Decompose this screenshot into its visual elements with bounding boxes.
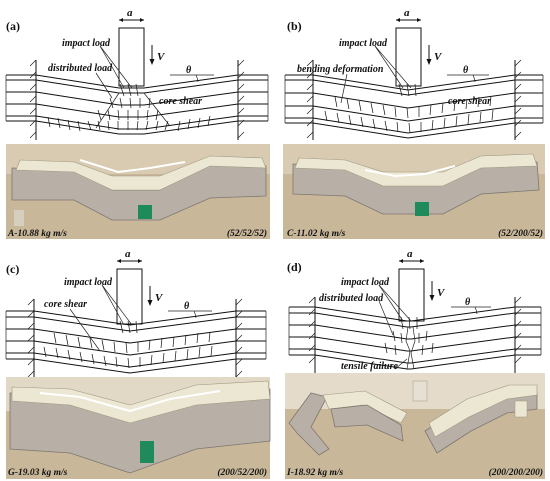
specimen-photo <box>6 377 271 479</box>
specimen-photo <box>6 144 270 239</box>
panel-a-figure: (a) a V θ <box>5 7 270 239</box>
annotation-core-shear: core shear <box>44 299 87 310</box>
panel-label: (d) <box>287 260 302 274</box>
velocity-label: V <box>437 287 446 299</box>
impactor <box>116 259 153 325</box>
panel-b-figure: (b) a V θ <box>283 7 545 239</box>
velocity-label: V <box>155 292 164 304</box>
config-caption: (52/200/52) <box>498 228 543 239</box>
annotation-tensile-failure: tensile failure <box>341 361 399 372</box>
load-arrows <box>47 83 211 132</box>
config-caption: (200/200/200) <box>489 467 543 478</box>
panel-label: (c) <box>6 262 19 276</box>
right-clamp <box>237 59 245 140</box>
annotation-distributed-load: distributed load <box>319 293 384 304</box>
panel-label: (b) <box>287 19 302 33</box>
load-arrows <box>324 83 494 134</box>
angle-label: θ <box>463 65 469 76</box>
specimen-caption: G-19.03 kg m/s <box>8 468 68 478</box>
width-label: a <box>404 7 410 19</box>
config-caption: (200/52/200) <box>217 467 267 478</box>
sandwich-beam <box>5 74 269 135</box>
annotation-impact-load: impact load <box>341 277 390 288</box>
right-clamp <box>514 296 522 373</box>
annotation-core-shear: core shear <box>159 96 202 107</box>
left-clamp <box>29 59 37 140</box>
right-clamp <box>514 59 522 140</box>
annotation-core-shear: core shear <box>448 96 491 107</box>
annotation-impact-load: impact load <box>64 277 113 288</box>
left-clamp <box>27 298 35 379</box>
angle-label: θ <box>186 65 192 76</box>
panel-a: (a) a V θ <box>0 0 275 240</box>
annotation-impact-load: impact load <box>339 38 388 49</box>
right-clamp <box>235 298 243 379</box>
width-label: a <box>127 7 133 19</box>
impactor <box>395 18 432 87</box>
annotation-distributed-load: distributed load <box>48 63 113 74</box>
annotation-impact-load: impact load <box>62 38 111 49</box>
specimen-caption: I-18.92 kg m/s <box>286 468 344 478</box>
panel-label: (a) <box>6 19 20 33</box>
specimen-caption: C-11.02 kg m/s <box>287 229 346 239</box>
velocity-label: V <box>157 51 166 63</box>
left-clamp <box>308 296 316 373</box>
config-caption: (52/52/52) <box>227 228 267 239</box>
panel-c-figure: (c) a V θ <box>5 248 271 479</box>
velocity-label: V <box>434 51 443 63</box>
specimen-photo <box>283 144 545 239</box>
specimen-photo <box>285 373 545 479</box>
load-arrows <box>43 320 213 369</box>
specimen-caption: A-10.88 kg m/s <box>7 229 67 239</box>
width-label: a <box>125 248 131 260</box>
angle-label: θ <box>465 297 471 308</box>
panel-d-figure: (d) a V θ <box>285 248 545 479</box>
annotation-bending-deformation: bending deformation <box>297 64 384 75</box>
panel-c: (c) a V θ <box>0 241 275 481</box>
angle-label: θ <box>184 301 190 312</box>
panel-d: (d) a V θ <box>275 241 550 481</box>
width-label: a <box>407 248 413 260</box>
impactor <box>398 259 435 322</box>
panel-b: (b) a V θ <box>275 0 550 240</box>
impactor <box>118 18 155 87</box>
